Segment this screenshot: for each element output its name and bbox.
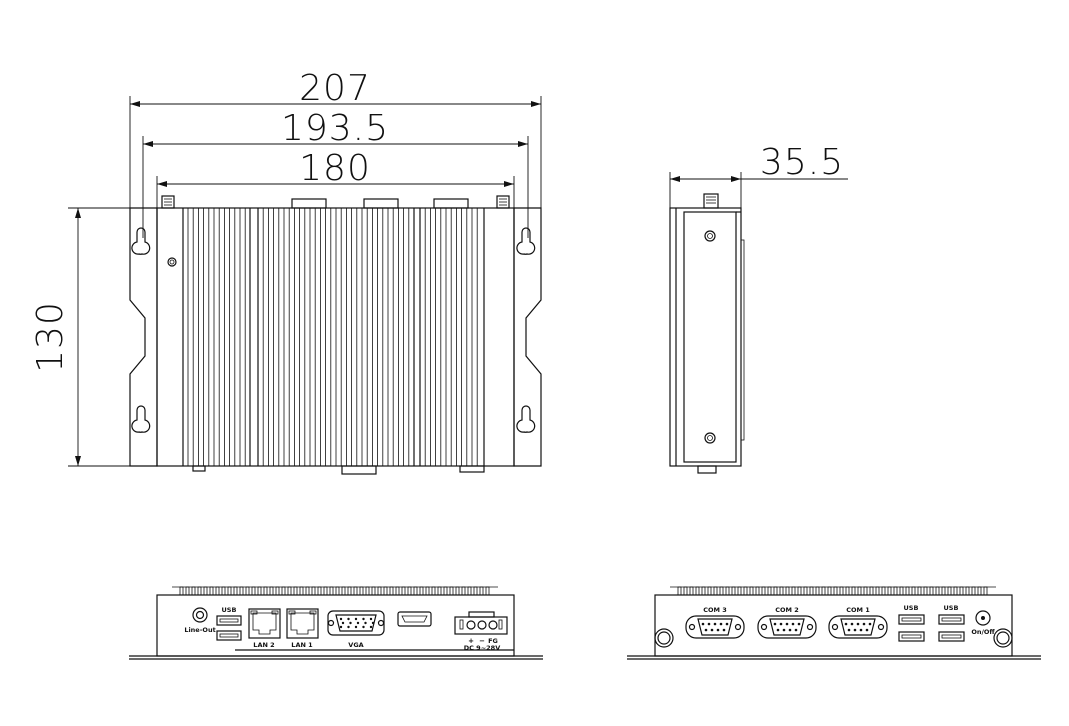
heatsink-fins (187, 208, 478, 466)
com3-label: COM 3 (703, 606, 727, 614)
dimension-130-label: 130 (30, 301, 71, 373)
side-body (669, 207, 742, 467)
hdmi-port (397, 611, 432, 627)
rear-panel-view: COM 3 COM 2 COM 1 USB (627, 586, 1041, 660)
dimension-207: 207 (129, 68, 542, 208)
mount-screw (654, 628, 1013, 648)
line-out-jack: Line-Out (184, 607, 216, 634)
dimension-35-5: 35.5 (669, 142, 848, 208)
dc-power-terminal: + − FG DC 9~28V (454, 611, 508, 652)
power-label: On/Off (971, 628, 995, 636)
usb-port-pair-a: USB (898, 604, 925, 642)
usb-port: USB (216, 606, 242, 641)
vent-slots (172, 586, 498, 596)
mounting-bracket (129, 207, 158, 467)
com1-label: COM 1 (846, 606, 870, 614)
com3-port: COM 3 (685, 606, 745, 639)
front-usb-label: USB (222, 606, 237, 614)
dc-minus-label: − (479, 637, 485, 645)
usb-port-pair-b: USB (938, 604, 965, 642)
dimension-130: 130 (30, 207, 157, 467)
dimension-180-label: 180 (299, 148, 371, 189)
dc-input-label: DC 9~28V (464, 644, 500, 652)
lan1-label: LAN 1 (291, 641, 313, 649)
keyhole-slot (131, 227, 536, 433)
side-antenna (703, 193, 719, 209)
dc-plus-label: + (468, 637, 474, 645)
com1-port: COM 1 (828, 606, 888, 639)
rear-usb-a-label: USB (904, 604, 919, 612)
com2-port: COM 2 (757, 606, 817, 639)
top-view: 207 193.5 180 130 (30, 68, 542, 475)
vga-port: VGA (327, 610, 385, 649)
lan2-port: LAN 2 (248, 608, 281, 649)
side-view: 35.5 (669, 142, 848, 474)
lan1-port: LAN 1 (286, 608, 319, 649)
dimension-35-5-label: 35.5 (760, 142, 844, 183)
rear-usb-b-label: USB (944, 604, 959, 612)
dimension-180: 180 (156, 148, 515, 208)
dimension-207-label: 207 (299, 68, 371, 109)
power-button: On/Off (971, 610, 995, 636)
lan2-label: LAN 2 (253, 641, 274, 649)
com2-label: COM 2 (775, 606, 799, 614)
dimension-193-5: 193.5 (142, 108, 529, 238)
line-out-label: Line-Out (184, 626, 215, 634)
antenna-connector (161, 195, 510, 209)
vent-slots (670, 586, 996, 596)
enclosure-body (156, 207, 515, 467)
dc-fg-label: FG (488, 637, 498, 645)
front-panel-view: Line-Out USB LAN 2 LAN 1 (129, 586, 543, 660)
vga-label: VGA (348, 641, 363, 649)
dimension-193-5-label: 193.5 (281, 108, 389, 149)
